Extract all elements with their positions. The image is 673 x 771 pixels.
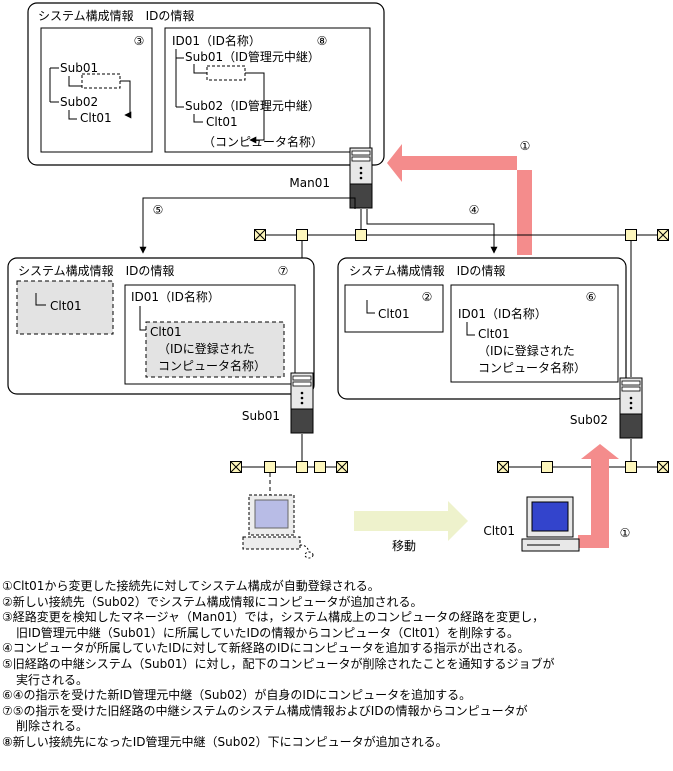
tree-sub01: Sub01 bbox=[60, 61, 98, 75]
new-client-computer-icon bbox=[521, 496, 580, 552]
pink-arrow-registration bbox=[387, 144, 532, 255]
sub02-label: Sub02 bbox=[570, 413, 608, 427]
right-id-clt01: Clt01 bbox=[478, 327, 510, 341]
marker-8: ⑧ bbox=[317, 34, 328, 48]
clt01-label: Clt01 bbox=[483, 524, 515, 538]
legend: ①Clt01から変更した接続先に対してシステム構成が自動登録される。 ②新しい接… bbox=[2, 579, 670, 751]
man01-label: Man01 bbox=[289, 176, 330, 190]
id-clt01: Clt01 bbox=[206, 115, 238, 129]
top-panel-title: システム構成情報 IDの情報 bbox=[38, 9, 194, 23]
terminator-icon bbox=[657, 461, 669, 473]
right-panel: システム構成情報 IDの情報 ② Clt01 ⑥ ID01（ID名称） Clt0… bbox=[337, 257, 627, 400]
bottom-right-bus bbox=[497, 461, 669, 473]
id-root: ID01（ID名称） bbox=[172, 33, 261, 48]
left-id-note-2: コンピュータ名称） bbox=[158, 358, 266, 373]
legend-item-8: ⑧新しい接続先になったID管理元中継（Sub02）下にコンピュータが追加される。 bbox=[2, 734, 448, 749]
marker-1: ① bbox=[520, 139, 531, 153]
man01-server-icon bbox=[349, 147, 373, 209]
legend-item-3: ③経路変更を検知したマネージャ（Man01）では，システム構成上のコンピュータの… bbox=[2, 610, 545, 625]
hub-icon bbox=[625, 229, 637, 241]
right-sys-clt01: Clt01 bbox=[378, 307, 410, 321]
move-label: 移動 bbox=[392, 539, 416, 553]
marker-3: ③ bbox=[134, 34, 145, 48]
marker-6: ⑥ bbox=[586, 290, 597, 304]
marker-4: ④ bbox=[469, 203, 480, 217]
terminator-icon bbox=[657, 229, 669, 241]
legend-item-7: ⑦⑤の指示を受けた旧経路の中継システムのシステム構成情報およびIDの情報からコン… bbox=[2, 703, 528, 718]
hub-icon bbox=[541, 461, 553, 473]
sub02-server-icon bbox=[619, 377, 643, 439]
hub-icon bbox=[264, 461, 276, 473]
arrow-4 bbox=[366, 209, 498, 254]
hub-icon bbox=[296, 229, 308, 241]
old-client-computer-icon bbox=[242, 494, 314, 559]
terminator-icon bbox=[254, 229, 266, 241]
left-sys-clt01: Clt01 bbox=[50, 299, 82, 313]
right-id-root: ID01（ID名称） bbox=[458, 306, 547, 321]
marker-7: ⑦ bbox=[278, 264, 289, 278]
legend-item-5: ⑤旧経路の中継システム（Sub01）に対し，配下のコンピュータが削除されたことを… bbox=[2, 656, 555, 671]
legend-item-3-cont: 旧ID管理元中継（Sub01）に所属していたIDの情報からコンピュータ（Clt0… bbox=[16, 625, 519, 640]
marker-2: ② bbox=[422, 290, 433, 304]
right-id-note-2: コンピュータ名称） bbox=[478, 360, 586, 375]
sub01-label: Sub01 bbox=[242, 409, 280, 423]
pink-arrow-reconnect bbox=[578, 444, 619, 548]
id-sub02: Sub02（ID管理元中継） bbox=[185, 98, 320, 113]
hub-icon bbox=[355, 229, 367, 241]
arrow-5 bbox=[139, 197, 356, 254]
marker-5: ⑤ bbox=[153, 203, 164, 217]
tree-sub02: Sub02 bbox=[60, 95, 98, 109]
id-sub01: Sub01（ID管理元中継） bbox=[185, 49, 320, 64]
id-clt01-note: （コンピュータ名称） bbox=[203, 134, 323, 149]
legend-item-6: ⑥④の指示を受けた新ID管理元中継（Sub02）が自身のIDにコンピュータを追加… bbox=[2, 688, 472, 703]
hub-icon bbox=[296, 461, 308, 473]
left-panel-title: システム構成情報 IDの情報 bbox=[18, 264, 174, 278]
hub-icon bbox=[625, 461, 637, 473]
left-id-clt01: Clt01 bbox=[150, 325, 182, 339]
bottom-left-bus bbox=[230, 461, 348, 495]
right-id-note-1: （IDに登録された bbox=[478, 343, 575, 358]
legend-item-2: ②新しい接続先（Sub02）でシステム構成情報にコンピュータが追加される。 bbox=[2, 594, 423, 609]
top-panel: システム構成情報 IDの情報 ③ Sub01 Sub02 Clt01 ⑧ ID0… bbox=[27, 2, 385, 166]
terminator-icon bbox=[497, 461, 509, 473]
move-arrow bbox=[354, 501, 468, 541]
left-panel: システム構成情報 IDの情報 ⑦ Clt01 ID01（ID名称） Clt01 … bbox=[7, 257, 315, 395]
legend-item-1: ①Clt01から変更した接続先に対してシステム構成が自動登録される。 bbox=[2, 579, 380, 593]
terminator-icon bbox=[230, 461, 242, 473]
left-id-root: ID01（ID名称） bbox=[131, 289, 220, 304]
hub-icon bbox=[314, 461, 326, 473]
legend-item-5-cont: 実行される。 bbox=[16, 672, 89, 687]
marker-1b: ① bbox=[620, 526, 631, 540]
tree-clt01: Clt01 bbox=[80, 111, 112, 125]
sub01-server-icon bbox=[290, 372, 314, 434]
left-id-note-1: （IDに登録された bbox=[158, 341, 255, 356]
right-panel-title: システム構成情報 IDの情報 bbox=[349, 264, 505, 278]
terminator-icon bbox=[336, 461, 348, 473]
legend-item-7-cont: 削除される。 bbox=[16, 719, 89, 734]
network-diagram: システム構成情報 IDの情報 ③ Sub01 Sub02 Clt01 ⑧ ID0… bbox=[7, 2, 669, 559]
legend-item-4: ④コンピュータが所属していたIDに対して新経路のIDにコンピュータを追加する指示… bbox=[2, 641, 530, 656]
